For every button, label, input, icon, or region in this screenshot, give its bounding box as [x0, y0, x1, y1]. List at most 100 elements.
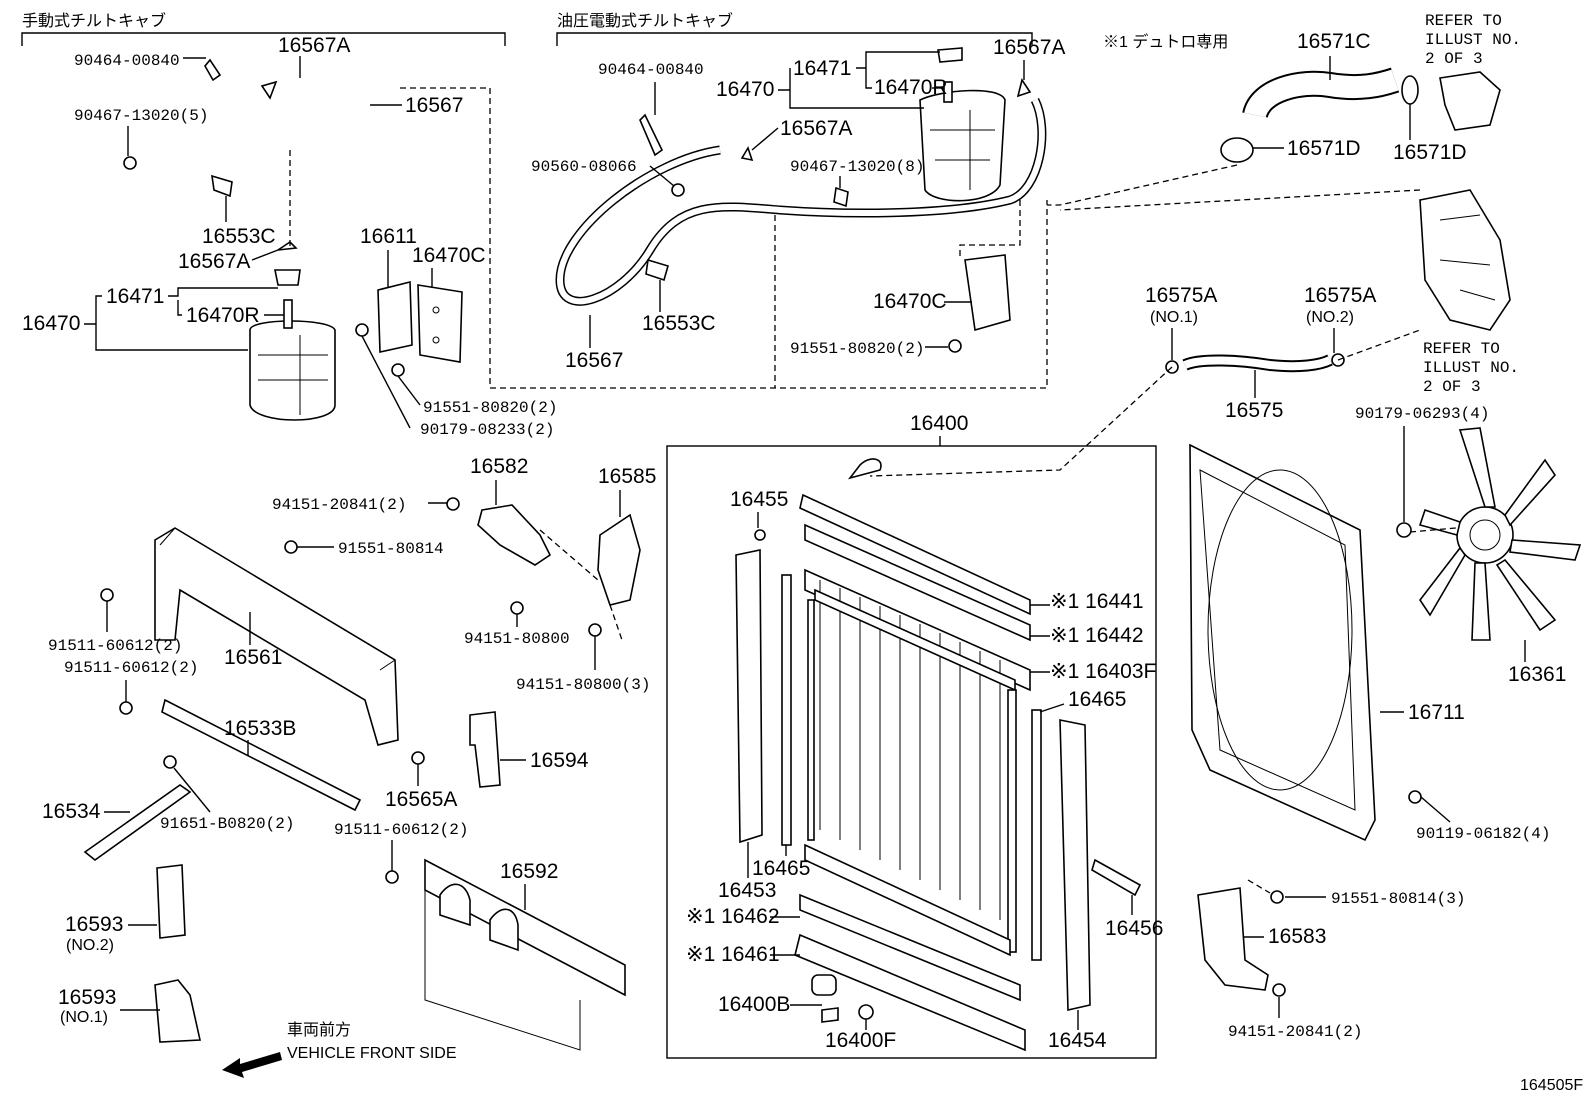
clip-90467-a: [123, 156, 137, 170]
clamp-16571D-a: [1220, 137, 1254, 163]
label-16594: 16594: [530, 749, 589, 772]
clip-90560: [671, 183, 685, 197]
clip-90467-b: [833, 186, 849, 208]
label-91651-B0820-2: 91651-B0820(2): [160, 815, 294, 833]
clamp-16571D-b: [1401, 75, 1419, 105]
label-16567-a: 16567: [405, 94, 463, 117]
label-16454: 16454: [1048, 1029, 1107, 1052]
label-16553C-b: 16553C: [642, 312, 716, 335]
bolt-91551-c: [1270, 890, 1284, 904]
direction-en: VEHICLE FRONT SIDE: [287, 1045, 457, 1062]
bolt-91511-a: [100, 588, 114, 602]
gasket-16442: [804, 523, 1031, 642]
label-16567A-a: 16567A: [278, 34, 350, 57]
label-16611: 16611: [360, 225, 417, 248]
label-16534: 16534: [42, 800, 101, 823]
label-91551-80820-2-b: 91551-80820(2): [790, 340, 924, 358]
label-91551-80820-2-a: 91551-80820(2): [423, 399, 557, 417]
label-16456: 16456: [1105, 917, 1163, 940]
part-16593-no1: [154, 979, 201, 1043]
refer-top-line3: 2 OF 3: [1425, 50, 1483, 68]
bolt-16455: [754, 529, 766, 541]
shroud-opening: [1207, 469, 1353, 791]
cap-16567A-b: [277, 240, 298, 251]
lower-tank-16461: [794, 933, 1026, 1052]
label-16571D-a: 16571D: [1287, 137, 1361, 160]
label-16441: ※1 16441: [1050, 590, 1144, 613]
label-16453: 16453: [718, 879, 776, 902]
lower-plate: [804, 843, 1011, 957]
drain-16400B: [811, 974, 837, 996]
label-16571D-b: 16571D: [1393, 141, 1467, 164]
label-16593-no1: 16593: [58, 986, 116, 1009]
label-16470C-a: 16470C: [412, 244, 486, 267]
label-16567A-b: 16567A: [178, 250, 250, 273]
nut-90179-a: [355, 323, 369, 337]
shroud-16561: [154, 527, 399, 746]
label-16575A-no2: 16575A: [1304, 284, 1376, 307]
plug-16400F: [858, 1004, 874, 1020]
label-16455: 16455: [730, 488, 788, 511]
refer-mid-line1: REFER TO: [1423, 340, 1500, 358]
bolt-91511-c: [385, 870, 399, 884]
label-16593-no2-sub: (NO.2): [66, 937, 114, 954]
label-90464-00840-b: 90464-00840: [598, 61, 704, 79]
bolt-90119: [1408, 790, 1422, 804]
water-pump: [1419, 189, 1511, 331]
label-90464-00840-a: 90464-00840: [74, 52, 180, 70]
cap-16470R-b: [943, 81, 953, 103]
stay-16456: [1091, 858, 1142, 897]
label-16461: ※1 16461: [686, 943, 780, 966]
label-16470-a: 16470: [22, 312, 80, 335]
label-16553C-a: 16553C: [202, 225, 276, 248]
label-91511-60612-2-c: 91511-60612(2): [334, 821, 468, 839]
clamp-90464-a: [204, 58, 222, 82]
label-16400F: 16400F: [825, 1029, 896, 1052]
header-manual-tilt: 手動式チルトキャブ: [22, 11, 166, 30]
label-16575A-no1-sub: (NO.1): [1150, 309, 1198, 326]
label-16400B: 16400B: [718, 993, 790, 1016]
stay-16534: [83, 784, 192, 862]
label-90119-06182-4: 90119-06182(4): [1416, 825, 1550, 843]
part-16594: [469, 711, 501, 788]
label-16583: 16583: [1268, 925, 1326, 948]
label-91551-80814-3: 91551-80814(3): [1331, 890, 1465, 908]
core-side-left: [807, 599, 815, 841]
nut-90179-b: [1396, 522, 1412, 538]
shroud-16711: [1189, 443, 1376, 842]
hydraulic-tilt-bracket: [556, 32, 1033, 46]
label-90179-08233-2: 90179-08233(2): [420, 421, 554, 439]
label-16462: ※1 16462: [686, 905, 780, 928]
label-16711: 16711: [1408, 701, 1465, 724]
bolt-91551-a: [391, 363, 405, 377]
radiator-parts: [735, 458, 1142, 1052]
label-16593-no1-sub: (NO.1): [60, 1009, 108, 1026]
nut-94151-c: [510, 601, 524, 615]
label-91511-60612-2-b: 91511-60612(2): [64, 659, 198, 677]
label-94151-20841-2-a: 94151-20841(2): [1228, 1023, 1362, 1041]
label-16565A: 16565A: [385, 788, 457, 811]
cap-16471-b: [937, 47, 963, 63]
label-91511-60612-2-a: 91511-60612(2): [48, 637, 182, 655]
bracket-16470C-a: [417, 284, 463, 363]
front-arrow-icon: [222, 1052, 282, 1078]
label-16470C-b: 16470C: [873, 290, 947, 313]
upper-tank-16441: [799, 493, 1031, 616]
note-dutro-only: ※1 デュトロ専用: [1103, 32, 1228, 51]
label-16571C: 16571C: [1297, 30, 1371, 53]
cap-16567A-c: [1016, 78, 1032, 98]
cap-16567A-a: [260, 80, 278, 100]
label-16575: 16575: [1225, 399, 1283, 422]
label-16585: 16585: [598, 465, 656, 488]
part-16593-no2: [156, 864, 186, 939]
label-16582: 16582: [470, 455, 528, 478]
bolt-91651: [163, 755, 177, 769]
direction-jp: 車両前方: [287, 1021, 351, 1039]
bolt-91511-b: [119, 701, 133, 715]
reservoir-16470-b: [919, 89, 1006, 202]
label-16567-b: 16567: [565, 349, 623, 372]
label-90467-13020-5: 90467-13020(5): [74, 107, 208, 125]
label-16361: 16361: [1508, 663, 1566, 686]
label-16470R-b: 16470R: [874, 76, 948, 99]
